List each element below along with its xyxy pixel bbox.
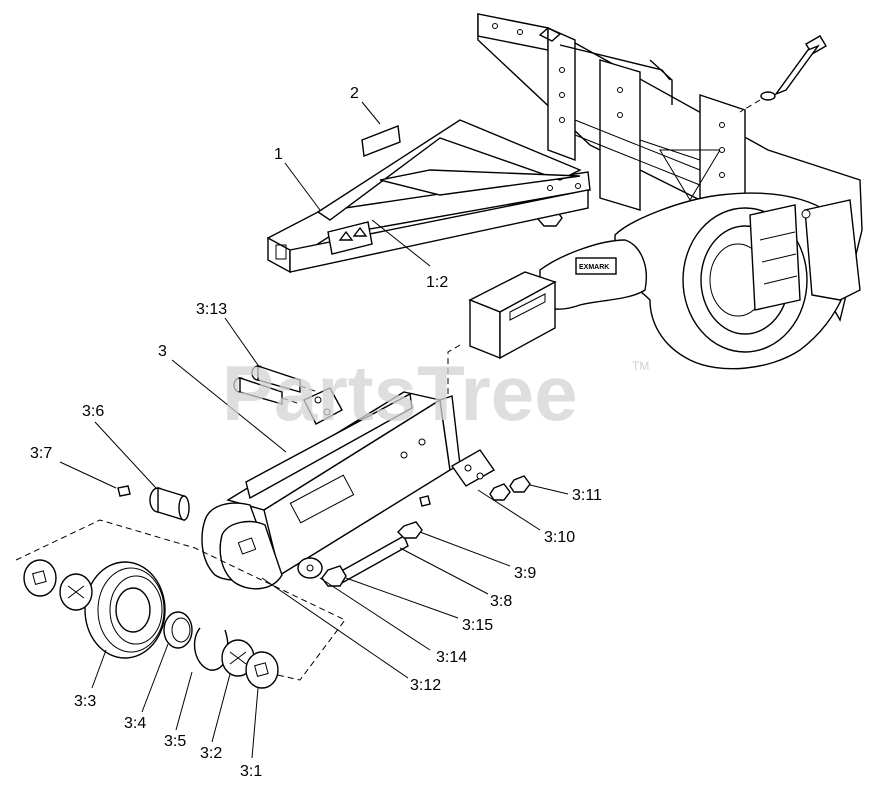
callout-3-7: 3:7 [30,445,52,462]
bearing-part-3-4 [163,611,193,649]
callout-3-9: 3:9 [514,565,536,582]
callout-3-13: 3:13 [196,301,227,318]
watermark-trademark: TM [632,359,649,373]
washer-part-3-1 [245,651,279,689]
callout-3-1: 3:1 [240,763,262,780]
callout-3-2: 3:2 [200,745,222,762]
fitting-right [419,495,431,507]
fitting-part-3-7 [117,485,131,497]
brand-plate-text: EXMARK [579,264,609,271]
nut-part-3-9 [397,521,423,539]
caster-housing: EXMARK [468,192,861,370]
callout-1: 1 [274,146,283,163]
callout-3-5: 3:5 [164,733,186,750]
callout-3-3: 3:3 [74,693,96,710]
callout-3-6: 3:6 [82,403,104,420]
callout-3-4: 3:4 [124,715,146,732]
alignment-line-housing [447,344,461,450]
axle-bolt-part-3-8 [321,535,409,587]
nuts-part-3-11 [489,475,531,501]
caster-arm-tube [266,119,591,274]
decal-part-2 [361,125,401,157]
callout-1-2: 1:2 [426,274,448,291]
callout-2: 2 [350,85,359,102]
callout-3-14: 3:14 [436,649,467,666]
brand-plate [575,257,617,275]
wheel-part-3-3 [84,561,166,659]
callout-3-15: 3:15 [462,617,493,634]
leader-lines [59,101,569,759]
frame-bolt [739,35,827,113]
callout-3-12: 3:12 [410,677,441,694]
callout-3-8: 3:8 [490,593,512,610]
callout-3-10: 3:10 [544,529,575,546]
seal-left [59,573,93,611]
bushing-part-3-6 [149,487,190,521]
plate-part-3-10 [450,449,496,487]
washer-left [23,559,57,597]
callout-3-11: 3:11 [572,487,602,504]
watermark-text: PartsTree [222,349,578,437]
callout-3: 3 [158,343,167,360]
